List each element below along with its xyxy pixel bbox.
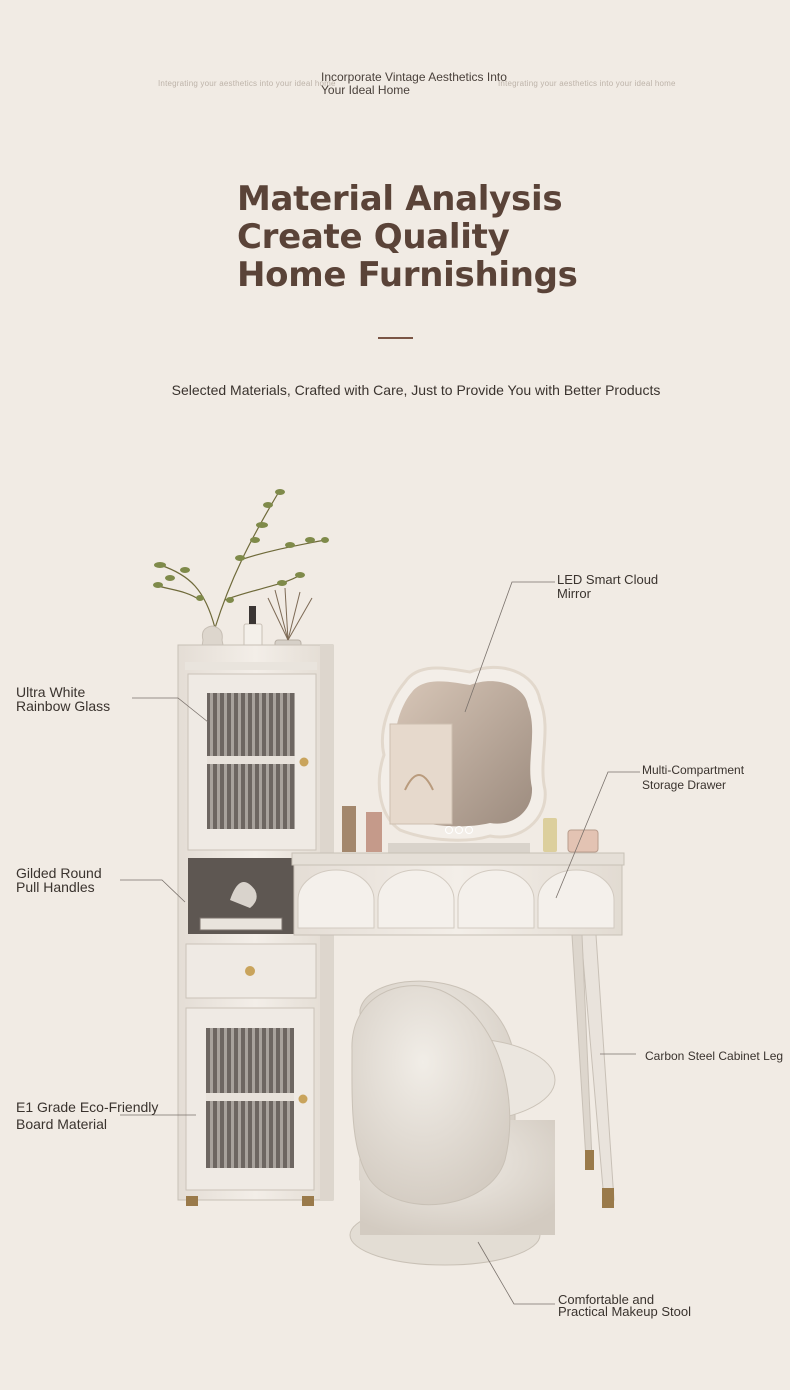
cloud-mirror [377, 665, 547, 853]
page-headline: Material Analysis Create Quality Home Fu… [237, 180, 578, 294]
diffuser-reeds [267, 587, 313, 641]
headline-line-1: Material Analysis [237, 179, 563, 219]
upper-handle [299, 757, 309, 767]
plant-leaves [153, 489, 329, 603]
makeup-stool [349, 980, 556, 1266]
headline-divider [378, 337, 413, 339]
tagline-faint-left: Integrating your aesthetics into your id… [158, 79, 336, 88]
leader-drawer [555, 771, 640, 899]
headline-line-3: Home Furnishings [237, 255, 578, 295]
callout-drawer: Multi-Compartment Storage Drawer [642, 763, 745, 792]
leader-glass [132, 697, 209, 723]
callout-stool: Comfortable and Practical Makeup Stool [558, 1292, 691, 1319]
lower-handle [298, 1094, 308, 1104]
callout-glass: Ultra White Rainbow Glass [16, 684, 111, 714]
drawer-handle [245, 966, 255, 976]
tagline-faint-right: Integrating your aesthetics into your id… [498, 79, 676, 88]
callout-board: E1 Grade Eco-Friendly Board Material [16, 1099, 159, 1132]
callout-legs: Carbon Steel Cabinet Leg [645, 1049, 784, 1063]
callout-mirror: LED Smart Cloud Mirror [557, 572, 659, 601]
leader-mirror [464, 581, 555, 713]
page-subtitle: Selected Materials, Crafted with Care, J… [171, 382, 661, 398]
headline-line-2: Create Quality [237, 217, 510, 257]
leader-handles [120, 879, 186, 903]
leader-stool [477, 1241, 555, 1305]
callout-handles: Gilded Round Pull Handles [16, 865, 102, 895]
drawer-arches [297, 869, 615, 929]
tagline-main: Incorporate Vintage Aesthetics Into Your… [321, 70, 507, 97]
perfume-bottle [342, 806, 356, 852]
